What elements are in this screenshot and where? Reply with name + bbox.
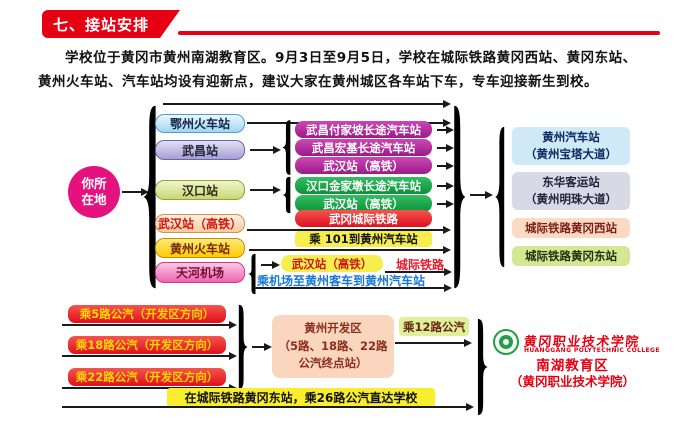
origin-line1: 你所 — [81, 175, 107, 191]
brace-hankou-routes — [282, 176, 291, 214]
dest-box-huanggang-west: 城际铁路黄冈西站 — [512, 218, 630, 238]
arrow — [437, 144, 454, 152]
arrow — [395, 339, 472, 347]
college-name-label: （黄冈职业技术学院） — [509, 374, 635, 389]
arrow — [62, 352, 237, 360]
arrow — [255, 284, 452, 292]
section-title-banner: 七、接站安排 — [42, 10, 180, 38]
brace-collect — [454, 105, 466, 289]
bus-pill-5: 乘5路公汽（开发区方向） — [68, 305, 226, 323]
bus12-label: 乘12路公汽 — [399, 317, 469, 336]
station-label: 鄂州火车站 — [169, 117, 230, 131]
airport-coach-label: 乘机场至黄州客车到黄州汽车站 — [257, 274, 426, 288]
bus-label: 在城际铁路黄冈东站，乘26路公汽直达学校 — [184, 391, 418, 405]
dest-box-huangzhou-bus: 黄州汽车站 （黄州宝塔大道） — [512, 127, 630, 165]
college-logo-icon — [493, 329, 519, 355]
route-label-bus101: 乘 101到黄州汽车站 — [295, 231, 432, 247]
arrow — [62, 403, 474, 411]
brace-wuchang-routes — [282, 120, 291, 175]
dev-zone-line: （5路、18路、22路 — [278, 338, 388, 353]
route-pill-wugang-rail: 武冈城际铁路 — [295, 210, 432, 227]
dest-line: （黄州明珠大道） — [525, 192, 617, 206]
arrow — [250, 146, 281, 154]
station-pill-hankou: 汉口站 — [155, 180, 245, 200]
title-underline — [178, 31, 660, 35]
bus-pill-18: 乘18路公汽（开发区方向） — [68, 336, 226, 354]
arrow — [437, 182, 454, 190]
route-label: 武冈城际铁路 — [329, 211, 398, 226]
arrow — [437, 162, 454, 170]
route-label-tianhe-hsr: 武汉站（高铁） — [281, 255, 383, 272]
arrow — [437, 200, 454, 208]
intro-text: 学校位于黄冈市黄州南湖教育区。9月3日至9月5日，学校在城际铁路黄冈西站、黄冈东… — [38, 50, 637, 91]
brace-bus-collect — [238, 304, 248, 390]
arrow — [385, 268, 452, 276]
dest-line: 黄州汽车站 — [542, 130, 600, 145]
route-pill-fujiapo: 武昌付家坡长途汽车站 — [295, 121, 432, 138]
bus26-label: 在城际铁路黄冈东站，乘26路公汽直达学校 — [167, 388, 435, 407]
campus-area-label: 南湖教育区 — [536, 358, 609, 374]
origin-line2: 在地 — [81, 192, 107, 207]
route-pill-jinjiadun: 汉口金家墩长途汽车站 — [295, 177, 432, 194]
route-label: 武汉站（高铁） — [291, 256, 373, 271]
section-title: 七、接站安排 — [52, 15, 149, 34]
station-pill-wuhan-hsr: 武汉站（高铁） — [155, 214, 245, 233]
station-label: 汉口站 — [181, 183, 218, 198]
bus-label: 乘5路公汽（开发区方向） — [79, 307, 215, 321]
arrow — [122, 188, 149, 196]
station-label: 黄州火车站 — [169, 241, 230, 256]
brace-school — [477, 319, 488, 415]
route-label: 汉口金家墩长途汽车站 — [306, 178, 421, 193]
arrow — [261, 261, 280, 269]
dest-box-donghua: 东华客运站 （黄州明珠大道） — [512, 172, 630, 210]
bus-label: 乘18路公汽（开发区方向） — [75, 338, 219, 352]
via-rail-label: 城际铁路 — [396, 258, 445, 272]
station-pill-ezhou: 鄂州火车站 — [155, 114, 245, 133]
brace-left-stations — [143, 105, 156, 289]
dev-zone-line: 公汽终点站） — [298, 356, 368, 371]
dest-line: 城际铁路黄冈西站 — [525, 220, 617, 235]
brace-destinations — [495, 126, 505, 268]
route-pill-wuhan-hsr-purple: 武汉站（高铁） — [295, 157, 432, 174]
route-label: 武汉站（高铁） — [323, 196, 404, 211]
arrow — [470, 191, 493, 199]
station-label: 武汉站（高铁） — [157, 217, 242, 231]
arrow — [249, 246, 451, 254]
station-label: 武昌站 — [181, 143, 218, 158]
route-label: 乘 101到黄州汽车站 — [309, 232, 418, 246]
origin-circle: 你所 在地 — [68, 166, 120, 218]
dest-line: （黄州宝塔大道） — [525, 147, 617, 161]
station-pill-huangzhou-rail: 黄州火车站 — [155, 238, 245, 258]
arrow — [252, 343, 272, 351]
station-pill-wuchang: 武昌站 — [155, 140, 245, 160]
arrow — [62, 321, 237, 329]
dev-zone-line: 黄州开发区 — [304, 320, 362, 335]
bus-label: 乘22路公汽（开发区方向） — [75, 370, 219, 384]
route-label: 武汉站（高铁） — [323, 158, 404, 173]
arrow — [163, 100, 451, 108]
arrow — [250, 186, 281, 194]
route-label: 武昌付家坡长途汽车站 — [306, 122, 421, 137]
route-label: 武昌宏基长途汽车站 — [311, 140, 416, 155]
dev-zone-box: 黄州开发区 （5路、18路、22路 公汽终点站） — [272, 315, 394, 378]
route-pill-hongji: 武昌宏基长途汽车站 — [295, 139, 432, 156]
college-english-name: HUANGGANG POLYTECHNIC COLLEGE — [524, 347, 660, 354]
station-label: 天河机场 — [175, 266, 224, 280]
arrow — [437, 126, 454, 134]
dest-box-huanggang-east: 城际铁路黄冈东站 — [512, 246, 630, 266]
dest-line: 城际铁路黄冈东站 — [525, 248, 617, 263]
bus-pill-22: 乘22路公汽（开发区方向） — [68, 368, 226, 386]
station-pill-tianhe-airport: 天河机场 — [155, 262, 245, 283]
route-pill-wuhan-hsr-green: 武汉站（高铁） — [295, 195, 432, 212]
arrow — [247, 226, 451, 234]
bus-label: 乘12路公汽 — [402, 319, 465, 334]
dest-line: 东华客运站 — [542, 175, 600, 190]
